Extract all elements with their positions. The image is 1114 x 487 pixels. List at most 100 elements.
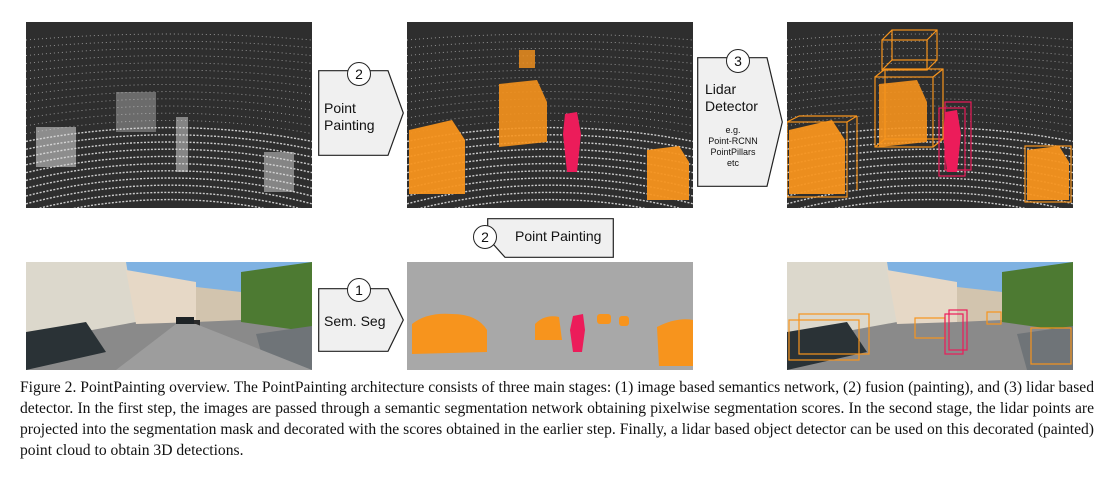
scan-line (26, 69, 312, 80)
scan-line (787, 55, 1073, 64)
mask-car-regions (412, 313, 693, 366)
scan-line (26, 47, 312, 57)
detection-camera-svg (787, 262, 1073, 370)
step-label: Point Painting (324, 100, 375, 133)
arrow-shape (318, 288, 404, 352)
figure-caption: Figure 2. PointPainting overview. The Po… (20, 377, 1094, 461)
scan-line (26, 177, 312, 197)
mask-pedestrian-region (570, 314, 585, 352)
step-number-badge: 3 (726, 49, 750, 73)
caption-text: The PointPainting architecture consists … (20, 379, 1094, 459)
scan-line (407, 98, 693, 111)
step-number-badge: 2 (347, 62, 371, 86)
scan-line (787, 98, 1073, 111)
raw-lidar-svg (26, 33, 312, 208)
step-3-lidar-detector-arrow: 3 Lidar Detector e.g. Point-RCNN PointPi… (697, 49, 783, 187)
scan-line (787, 76, 1073, 88)
scan-line (787, 83, 1073, 96)
step-number-badge: 1 (347, 278, 371, 302)
scan-line (26, 33, 312, 41)
scan-line (407, 170, 693, 189)
camera-image-svg (26, 262, 312, 370)
detection-camera-image (787, 262, 1073, 370)
caption-title: Figure 2. PointPainting overview. (20, 379, 231, 396)
scan-line (26, 184, 312, 205)
scan-line (407, 69, 693, 80)
detection-lidar-pointcloud (787, 22, 1073, 208)
scan-line (407, 105, 693, 119)
scan-line (787, 91, 1073, 103)
scan-line (26, 112, 312, 127)
step-2-point-painting-banner: 2 Point Painting (473, 218, 614, 258)
scan-line (26, 40, 312, 49)
scan-line (787, 62, 1073, 72)
scan-line (26, 55, 312, 64)
scan-line (787, 134, 1073, 150)
camera-image (26, 262, 312, 370)
scan-line (26, 162, 312, 182)
scan-line (407, 91, 693, 103)
arrow-shape (318, 70, 404, 156)
scan-line (407, 55, 693, 64)
scan-line (787, 112, 1073, 127)
scan-line (407, 184, 693, 205)
scan-line (407, 47, 693, 57)
example-models: e.g. Point-RCNN PointPillars etc (708, 125, 758, 168)
step-number-badge: 2 (473, 225, 497, 249)
scan-line (37, 191, 301, 208)
step-2-point-painting-arrow: 2 Point Painting (318, 62, 404, 156)
step-label: Lidar Detector (705, 81, 758, 114)
scan-line (407, 83, 693, 96)
scan-line (787, 126, 1073, 143)
scan-line (407, 40, 693, 49)
painted-car-points (409, 50, 689, 200)
lidar-scan-lines (26, 33, 312, 208)
scan-line (418, 191, 682, 208)
scan-line (787, 69, 1073, 80)
scan-line (798, 191, 1062, 208)
step-1-sem-seg-arrow: 1 Sem. Seg (318, 278, 404, 352)
scan-line (407, 177, 693, 197)
scan-line (26, 76, 312, 88)
segmentation-mask (407, 262, 693, 370)
scan-line (26, 62, 312, 72)
step-label: Sem. Seg (324, 313, 386, 329)
scan-line (407, 134, 693, 150)
scan-line (26, 91, 312, 103)
painted-lidar-svg (407, 33, 693, 208)
painted-lidar-pointcloud (407, 22, 693, 208)
scan-line (26, 83, 312, 96)
scan-line (787, 33, 1073, 41)
scan-line (26, 141, 312, 158)
lidar-scan-lines (787, 33, 1073, 208)
scan-line (787, 184, 1073, 205)
scan-line (787, 170, 1073, 189)
projected-boxes (788, 309, 1072, 365)
scan-line (72, 198, 266, 208)
scan-line (787, 155, 1073, 174)
scan-line (407, 76, 693, 88)
raw-lidar-pointcloud (26, 22, 312, 208)
scan-line (26, 134, 312, 150)
scan-line (787, 162, 1073, 182)
scan-line (407, 33, 693, 41)
scan-line (787, 40, 1073, 49)
scan-line (26, 155, 312, 174)
scan-line (407, 126, 693, 143)
segmentation-mask-svg (407, 262, 693, 370)
scan-line (787, 177, 1073, 197)
scan-line (787, 105, 1073, 119)
detection-lidar-svg (787, 29, 1073, 208)
scan-line (26, 98, 312, 111)
step-label: Point Painting (515, 228, 602, 244)
3d-bounding-boxes (787, 29, 1072, 203)
scan-line (407, 155, 693, 174)
scan-line (26, 126, 312, 143)
scan-line (833, 198, 1027, 208)
detected-pedestrian-points (943, 110, 961, 172)
arrow-shape (697, 57, 783, 187)
raw-object-points (36, 92, 294, 192)
painted-pedestrian-points (563, 112, 581, 172)
scan-line (26, 105, 312, 119)
scan-line (787, 47, 1073, 57)
